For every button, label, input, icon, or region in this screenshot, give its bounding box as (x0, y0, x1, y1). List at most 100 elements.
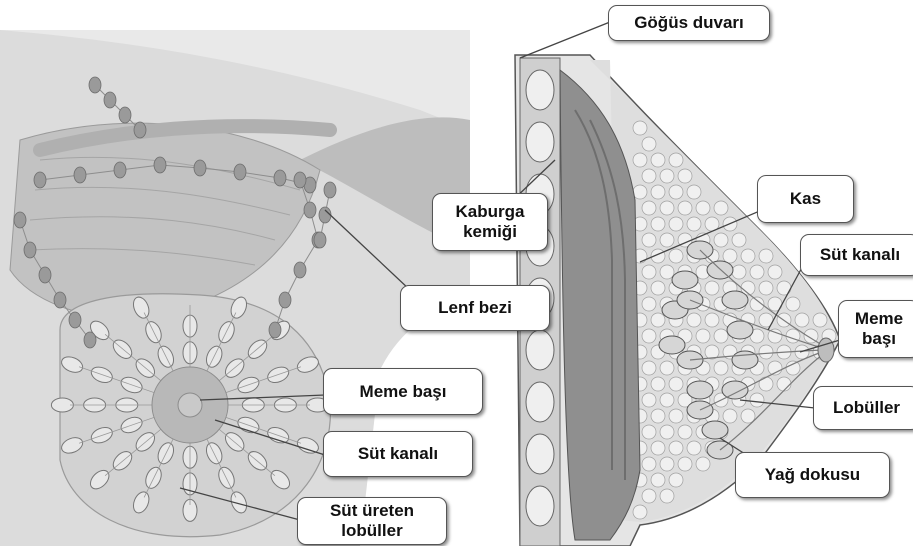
fat-cell (642, 361, 656, 375)
fat-cell (651, 185, 665, 199)
lymph-node (69, 312, 81, 328)
fat-cell (741, 249, 755, 263)
lobule (702, 421, 728, 439)
fat-cell (678, 169, 692, 183)
rib (526, 122, 554, 162)
lymph-node (34, 172, 46, 188)
fat-cell (669, 409, 683, 423)
rib (526, 382, 554, 422)
fat-cell (669, 185, 683, 199)
rib (526, 70, 554, 110)
fat-cell (669, 153, 683, 167)
fat-cell (633, 505, 647, 519)
fat-cell (651, 377, 665, 391)
fat-cell (651, 441, 665, 455)
rib (526, 434, 554, 474)
lymph-node (114, 162, 126, 178)
lymph-node (234, 164, 246, 180)
lymph-node (74, 167, 86, 183)
fat-cell (651, 313, 665, 327)
fat-cell (732, 265, 746, 279)
fat-cell (660, 361, 674, 375)
fat-cell (696, 201, 710, 215)
fat-cell (705, 281, 719, 295)
lymph-node (304, 202, 316, 218)
lobule (722, 291, 748, 309)
label-yag-dokusu: Yağ dokusu (735, 452, 890, 498)
fat-cell (660, 425, 674, 439)
lymph-node (324, 182, 336, 198)
fat-cell (660, 265, 674, 279)
label-sut-kanali-right: Süt kanalı (800, 234, 913, 276)
lymph-node (54, 292, 66, 308)
fat-cell (768, 265, 782, 279)
fat-cell (642, 393, 656, 407)
label-kas: Kas (757, 175, 854, 223)
nipple-section (818, 338, 834, 362)
fat-cell (633, 185, 647, 199)
label-meme-basi-left: Meme başı (323, 368, 483, 415)
lobule (707, 261, 733, 279)
fat-cell (786, 297, 800, 311)
fat-cell (669, 377, 683, 391)
fat-cell (669, 473, 683, 487)
fat-cell (714, 361, 728, 375)
fat-cell (633, 121, 647, 135)
fat-cell (642, 297, 656, 311)
fat-cell (687, 217, 701, 231)
fat-cell (714, 201, 728, 215)
fat-cell (660, 233, 674, 247)
fat-cell (696, 329, 710, 343)
lymph-node (314, 232, 326, 248)
lobule (722, 381, 748, 399)
lymph-node (294, 262, 306, 278)
fat-cell (651, 153, 665, 167)
fat-cell (660, 169, 674, 183)
fat-cell (633, 153, 647, 167)
fat-cell (696, 457, 710, 471)
fat-cell (687, 441, 701, 455)
lymph-node (294, 172, 306, 188)
fat-cell (678, 425, 692, 439)
fat-cell (786, 329, 800, 343)
rib (526, 486, 554, 526)
label-sut-kanali-left: Süt kanalı (323, 431, 473, 477)
lymph-node (134, 122, 146, 138)
fat-cell (687, 185, 701, 199)
fat-cell (759, 281, 773, 295)
fat-cell (651, 217, 665, 231)
lymph-node (14, 212, 26, 228)
fat-cell (750, 265, 764, 279)
fat-cell (642, 201, 656, 215)
lymph-node (39, 267, 51, 283)
fat-cell (642, 425, 656, 439)
fat-cell (786, 361, 800, 375)
fat-cell (651, 473, 665, 487)
fat-cell (723, 249, 737, 263)
lobule (672, 271, 698, 289)
lymph-node (24, 242, 36, 258)
lobule (727, 321, 753, 339)
fat-cell (642, 169, 656, 183)
lymph-node (269, 322, 281, 338)
fat-cell (651, 281, 665, 295)
fat-cell (678, 457, 692, 471)
fat-cell (777, 377, 791, 391)
fat-cell (687, 313, 701, 327)
lobule (687, 381, 713, 399)
fat-cell (660, 489, 674, 503)
lymph-node (194, 160, 206, 176)
fat-cell (714, 329, 728, 343)
label-meme-basi-right: Meme başı (838, 300, 913, 358)
fat-cell (714, 233, 728, 247)
fat-cell (759, 377, 773, 391)
lymph-node (274, 170, 286, 186)
lymph-node (154, 157, 166, 173)
nipple (178, 393, 202, 417)
lymph-node (104, 92, 116, 108)
fat-cell (642, 265, 656, 279)
fat-cell (795, 313, 809, 327)
rib (526, 330, 554, 370)
fat-cell (651, 409, 665, 423)
